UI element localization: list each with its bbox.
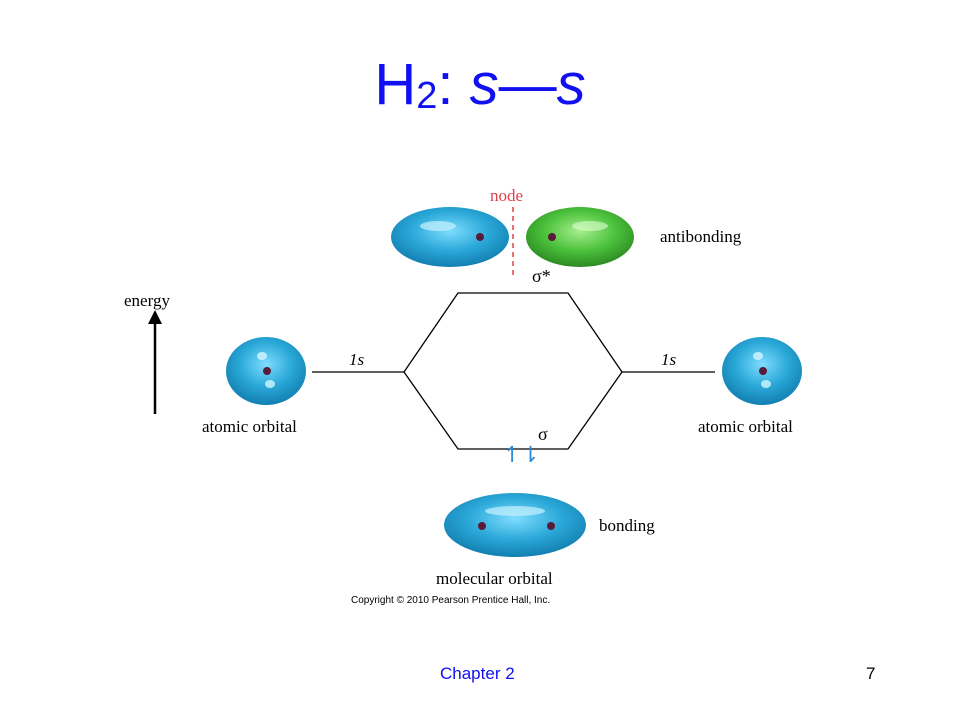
right-orbital-highlight-1 (753, 352, 763, 360)
antibonding-green-lobe (526, 207, 634, 267)
bonding-orbital (444, 493, 586, 557)
antibonding-nucleus-right (548, 233, 556, 241)
energy-arrowhead (148, 310, 162, 324)
left-1s-label: 1s (349, 350, 365, 369)
title-prefix: H (374, 52, 417, 117)
left-orbital-highlight-2 (265, 380, 275, 388)
antibonding-nucleus-left (476, 233, 484, 241)
bonding-label: bonding (599, 516, 655, 535)
node-label: node (490, 186, 523, 205)
molecular-orbital-label: molecular orbital (436, 569, 553, 588)
sigma-label: σ (538, 424, 548, 444)
antibonding-blue-lobe (391, 207, 509, 267)
right-orbital-highlight-2 (761, 380, 771, 388)
footer-page-number: 7 (866, 664, 876, 683)
electron-pair-arrows: ↿⇂ (503, 443, 540, 468)
energy-label: energy (124, 291, 170, 310)
bonding-nucleus-left (478, 522, 486, 530)
bonding-nucleus-right (547, 522, 555, 530)
title-dash: — (498, 52, 557, 117)
antibonding-green-highlight (572, 221, 608, 231)
title-right-orbital: s (556, 52, 586, 117)
sigma-star-label: σ* (532, 266, 551, 286)
left-orbital-highlight-1 (257, 352, 267, 360)
mo-correlation-lines (403, 292, 623, 450)
bonding-orbital-highlight (485, 506, 545, 516)
right-nucleus (759, 367, 767, 375)
antibonding-blue-highlight (420, 221, 456, 231)
left-atomic-orbital-label: atomic orbital (202, 417, 297, 436)
left-nucleus (263, 367, 271, 375)
title-left-orbital: s (469, 52, 499, 117)
right-1s-label: 1s (661, 350, 677, 369)
footer-chapter: Chapter 2 (440, 664, 515, 683)
right-atomic-orbital-label: atomic orbital (698, 417, 793, 436)
title-separator: : (437, 52, 470, 117)
antibonding-label: antibonding (660, 227, 742, 246)
title-subscript: 2 (416, 75, 438, 117)
slide-title: H2: s—s (0, 50, 960, 127)
copyright-text: Copyright © 2010 Pearson Prentice Hall, … (351, 595, 550, 606)
